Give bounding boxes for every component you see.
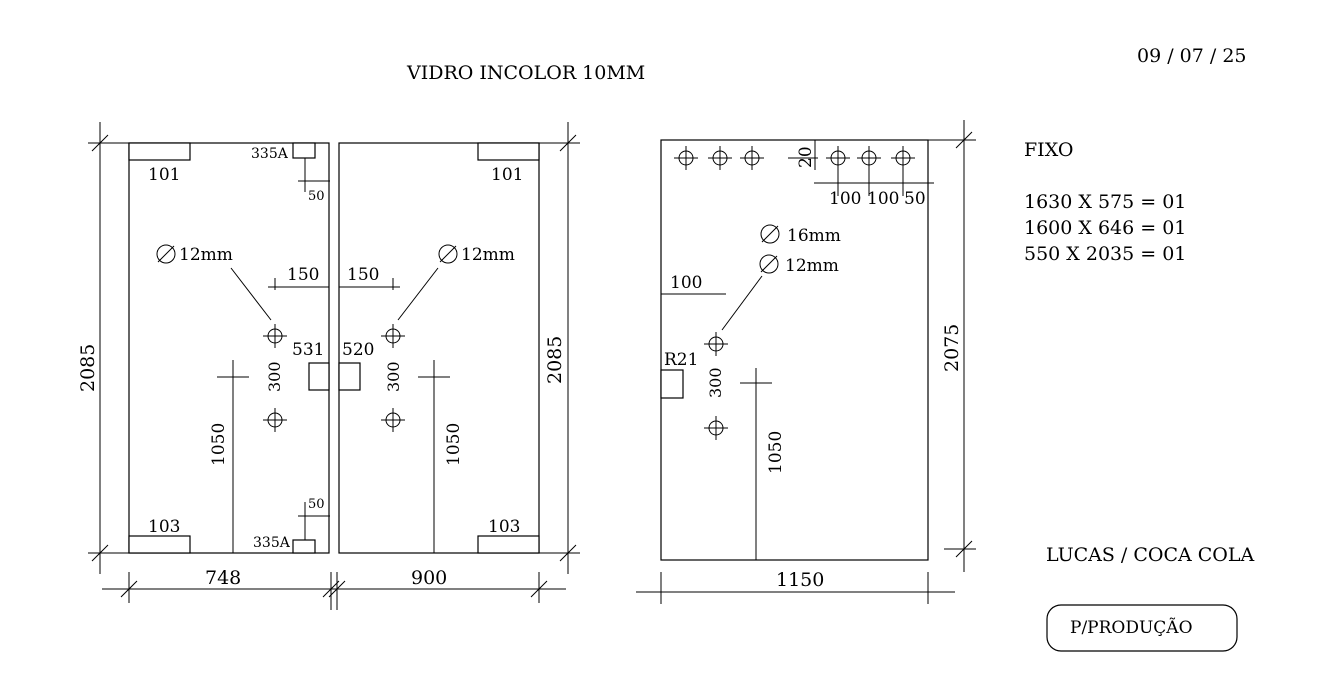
right-floor-height: 1050: [444, 423, 464, 466]
left-handle-cutout: [308, 362, 330, 391]
left-top-notch: [128, 142, 191, 161]
fixed-top-hole-4: [826, 146, 850, 196]
fixed-spacing-c: 50: [904, 189, 926, 209]
right-panel-width: 900: [411, 567, 447, 589]
right-panel-outline: [338, 142, 540, 554]
notes-line-2: 1600 X 646 = 01: [1024, 217, 1186, 239]
left-bottom-notch-label: 103: [148, 517, 180, 537]
left-lock-gap-top: 50: [308, 189, 325, 204]
drawing-date: 09 / 07 / 25: [1137, 45, 1247, 67]
drawing-title: VIDRO INCOLOR 10MM: [406, 62, 645, 84]
left-lock-bottom-label: 335A: [253, 535, 291, 551]
left-hole-spacing: 300: [265, 361, 284, 392]
right-hole-spacing: 300: [384, 361, 403, 392]
fixed-panel-outline: [660, 139, 929, 561]
left-hole-offset: 150: [287, 265, 319, 285]
right-hole-lower: [381, 408, 405, 432]
fixed-top-hole-1: [674, 146, 698, 170]
notes-line-1: 1630 X 575 = 01: [1024, 191, 1186, 213]
left-diameter-icon: [156, 244, 176, 264]
left-floor-height: 1050: [209, 423, 229, 466]
left-handle-height: 531: [292, 340, 324, 360]
right-top-notch-label: 101: [491, 165, 523, 185]
right-height-dimension: 2085: [539, 122, 580, 574]
left-lock-bottom: [292, 539, 316, 554]
fixed-top-hole-3: [740, 146, 764, 170]
right-bottom-notch-label: 103: [488, 517, 520, 537]
fixed-side-offset: 100: [670, 273, 702, 293]
right-hole-upper: [381, 324, 405, 348]
fixed-spacing-b: 100: [867, 189, 899, 209]
cut-list-notes: FIXO 1630 X 575 = 01 1600 X 646 = 01 550…: [1024, 139, 1186, 265]
right-panel: 101 103 520 300 12mm 150 1050: [338, 142, 540, 554]
fixed-radius-cutout: [660, 369, 684, 399]
right-panel-height: 2085: [544, 336, 566, 384]
fixed-hole-large: 16mm: [787, 226, 841, 246]
fixed-height-dimension: 2075: [928, 120, 976, 572]
fixed-diameter-icon-small: [759, 254, 779, 274]
left-panel-outline: [128, 142, 330, 554]
client-name: LUCAS / COCA COLA: [1046, 544, 1254, 566]
left-hole-lower: [263, 408, 287, 432]
right-hole-label: 12mm: [461, 245, 515, 265]
fixed-radius-label: R21: [664, 350, 698, 370]
fixed-hole-small: 12mm: [785, 256, 839, 276]
left-panel: 101 103 335A 335A 50 50 531 300 12mm: [128, 142, 330, 554]
fixed-diameter-icon-large: [760, 224, 780, 244]
left-top-notch-label: 101: [148, 165, 180, 185]
left-height-dimension: 2085: [77, 122, 129, 574]
right-diameter-icon: [438, 244, 458, 264]
left-hole-label: 12mm: [179, 245, 233, 265]
fixed-top-hole-2: [708, 146, 732, 170]
right-handle-height: 520: [342, 340, 374, 360]
right-top-notch: [477, 142, 540, 161]
fixed-width-dimension: 1150: [636, 569, 955, 604]
left-bottom-notch: [128, 535, 191, 554]
right-handle-cutout: [338, 362, 361, 391]
production-stamp: P/PRODUÇÃO: [1046, 604, 1238, 652]
left-hole-upper: [263, 324, 287, 348]
door-width-dimensions: 748 900: [102, 567, 566, 610]
fixed-spacing-a: 100: [829, 189, 861, 209]
left-panel-width: 748: [205, 567, 241, 589]
fixed-top-hole-5: [857, 146, 881, 196]
fixed-top-offset: 20: [796, 146, 816, 168]
left-panel-height: 2085: [77, 344, 99, 392]
production-stamp-label: P/PRODUÇÃO: [1070, 617, 1193, 638]
fixed-panel-height: 2075: [941, 324, 963, 372]
notes-heading: FIXO: [1024, 139, 1073, 161]
fixed-hole-upper: [704, 332, 728, 356]
fixed-top-hole-6: [891, 146, 915, 196]
left-lock-top-label: 335A: [251, 146, 289, 162]
left-lock-gap-bottom: 50: [308, 497, 325, 512]
right-hole-offset: 150: [347, 265, 379, 285]
fixed-hole-lower: [704, 416, 728, 440]
fixed-hole-spacing: 300: [706, 367, 725, 398]
right-bottom-notch: [477, 535, 540, 554]
notes-line-3: 550 X 2035 = 01: [1024, 243, 1186, 265]
left-lock-top: [292, 142, 316, 159]
fixed-floor-height: 1050: [766, 431, 786, 474]
fixed-panel-width: 1150: [776, 569, 824, 591]
fixed-panel: 20 100 100 50 16mm 12mm 100 R21 300 1050: [660, 139, 934, 561]
